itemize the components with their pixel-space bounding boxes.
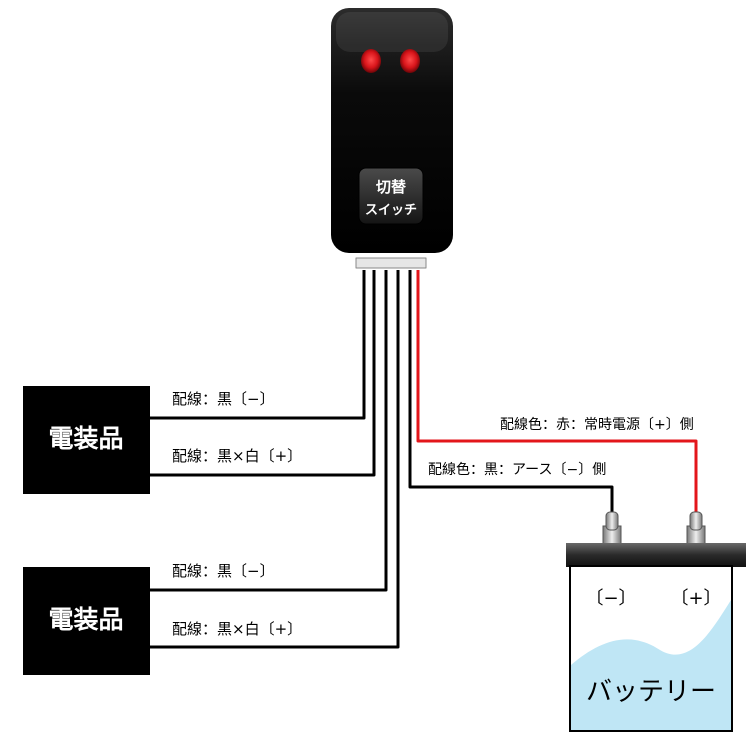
wire-device1-pos xyxy=(150,270,376,477)
device-2: 電装品 xyxy=(23,567,150,675)
switch-button[interactable] xyxy=(358,167,424,225)
battery: 〔−〕 〔+〕 バッテリー xyxy=(566,511,746,732)
led-left-icon xyxy=(361,49,381,73)
wire-ground xyxy=(408,270,614,515)
device-1-wire-neg-label: 配線：黒〔−〕 xyxy=(172,390,275,408)
wire-connector xyxy=(355,257,427,269)
power-wire-label: 配線色：赤：常時電源〔+〕側 xyxy=(500,416,694,433)
battery-neg-terminal-icon xyxy=(602,511,622,547)
battery-pos-label: 〔+〕 xyxy=(670,588,721,609)
battery-label: バッテリー xyxy=(586,677,716,707)
battery-neg-label: 〔−〕 xyxy=(585,588,636,609)
device-2-wire-pos-label: 配線：黒×白〔+〕 xyxy=(172,620,302,638)
device-1-wire-pos-label: 配線：黒×白〔+〕 xyxy=(172,447,302,465)
switch-label-line2: スイッチ xyxy=(365,203,417,218)
wire-device2-pos xyxy=(150,270,400,649)
led-right-icon xyxy=(400,49,420,73)
device-1: 電装品 xyxy=(23,386,150,494)
wire-power xyxy=(416,270,698,515)
wire-device1-neg xyxy=(150,270,366,420)
switch-label-line1: 切替 xyxy=(376,178,407,196)
device-2-wire-neg-label: 配線：黒〔−〕 xyxy=(172,562,275,580)
wire-device2-neg xyxy=(150,270,388,592)
switch-wires xyxy=(150,257,698,649)
ground-wire-label: 配線色：黒：アース〔−〕側 xyxy=(428,461,606,478)
switch-unit: 切替 スイッチ xyxy=(331,8,453,253)
battery-pos-terminal-icon xyxy=(686,511,706,547)
device-2-label: 電装品 xyxy=(48,605,123,634)
battery-fluid xyxy=(571,600,731,730)
device-1-label: 電装品 xyxy=(48,424,123,453)
